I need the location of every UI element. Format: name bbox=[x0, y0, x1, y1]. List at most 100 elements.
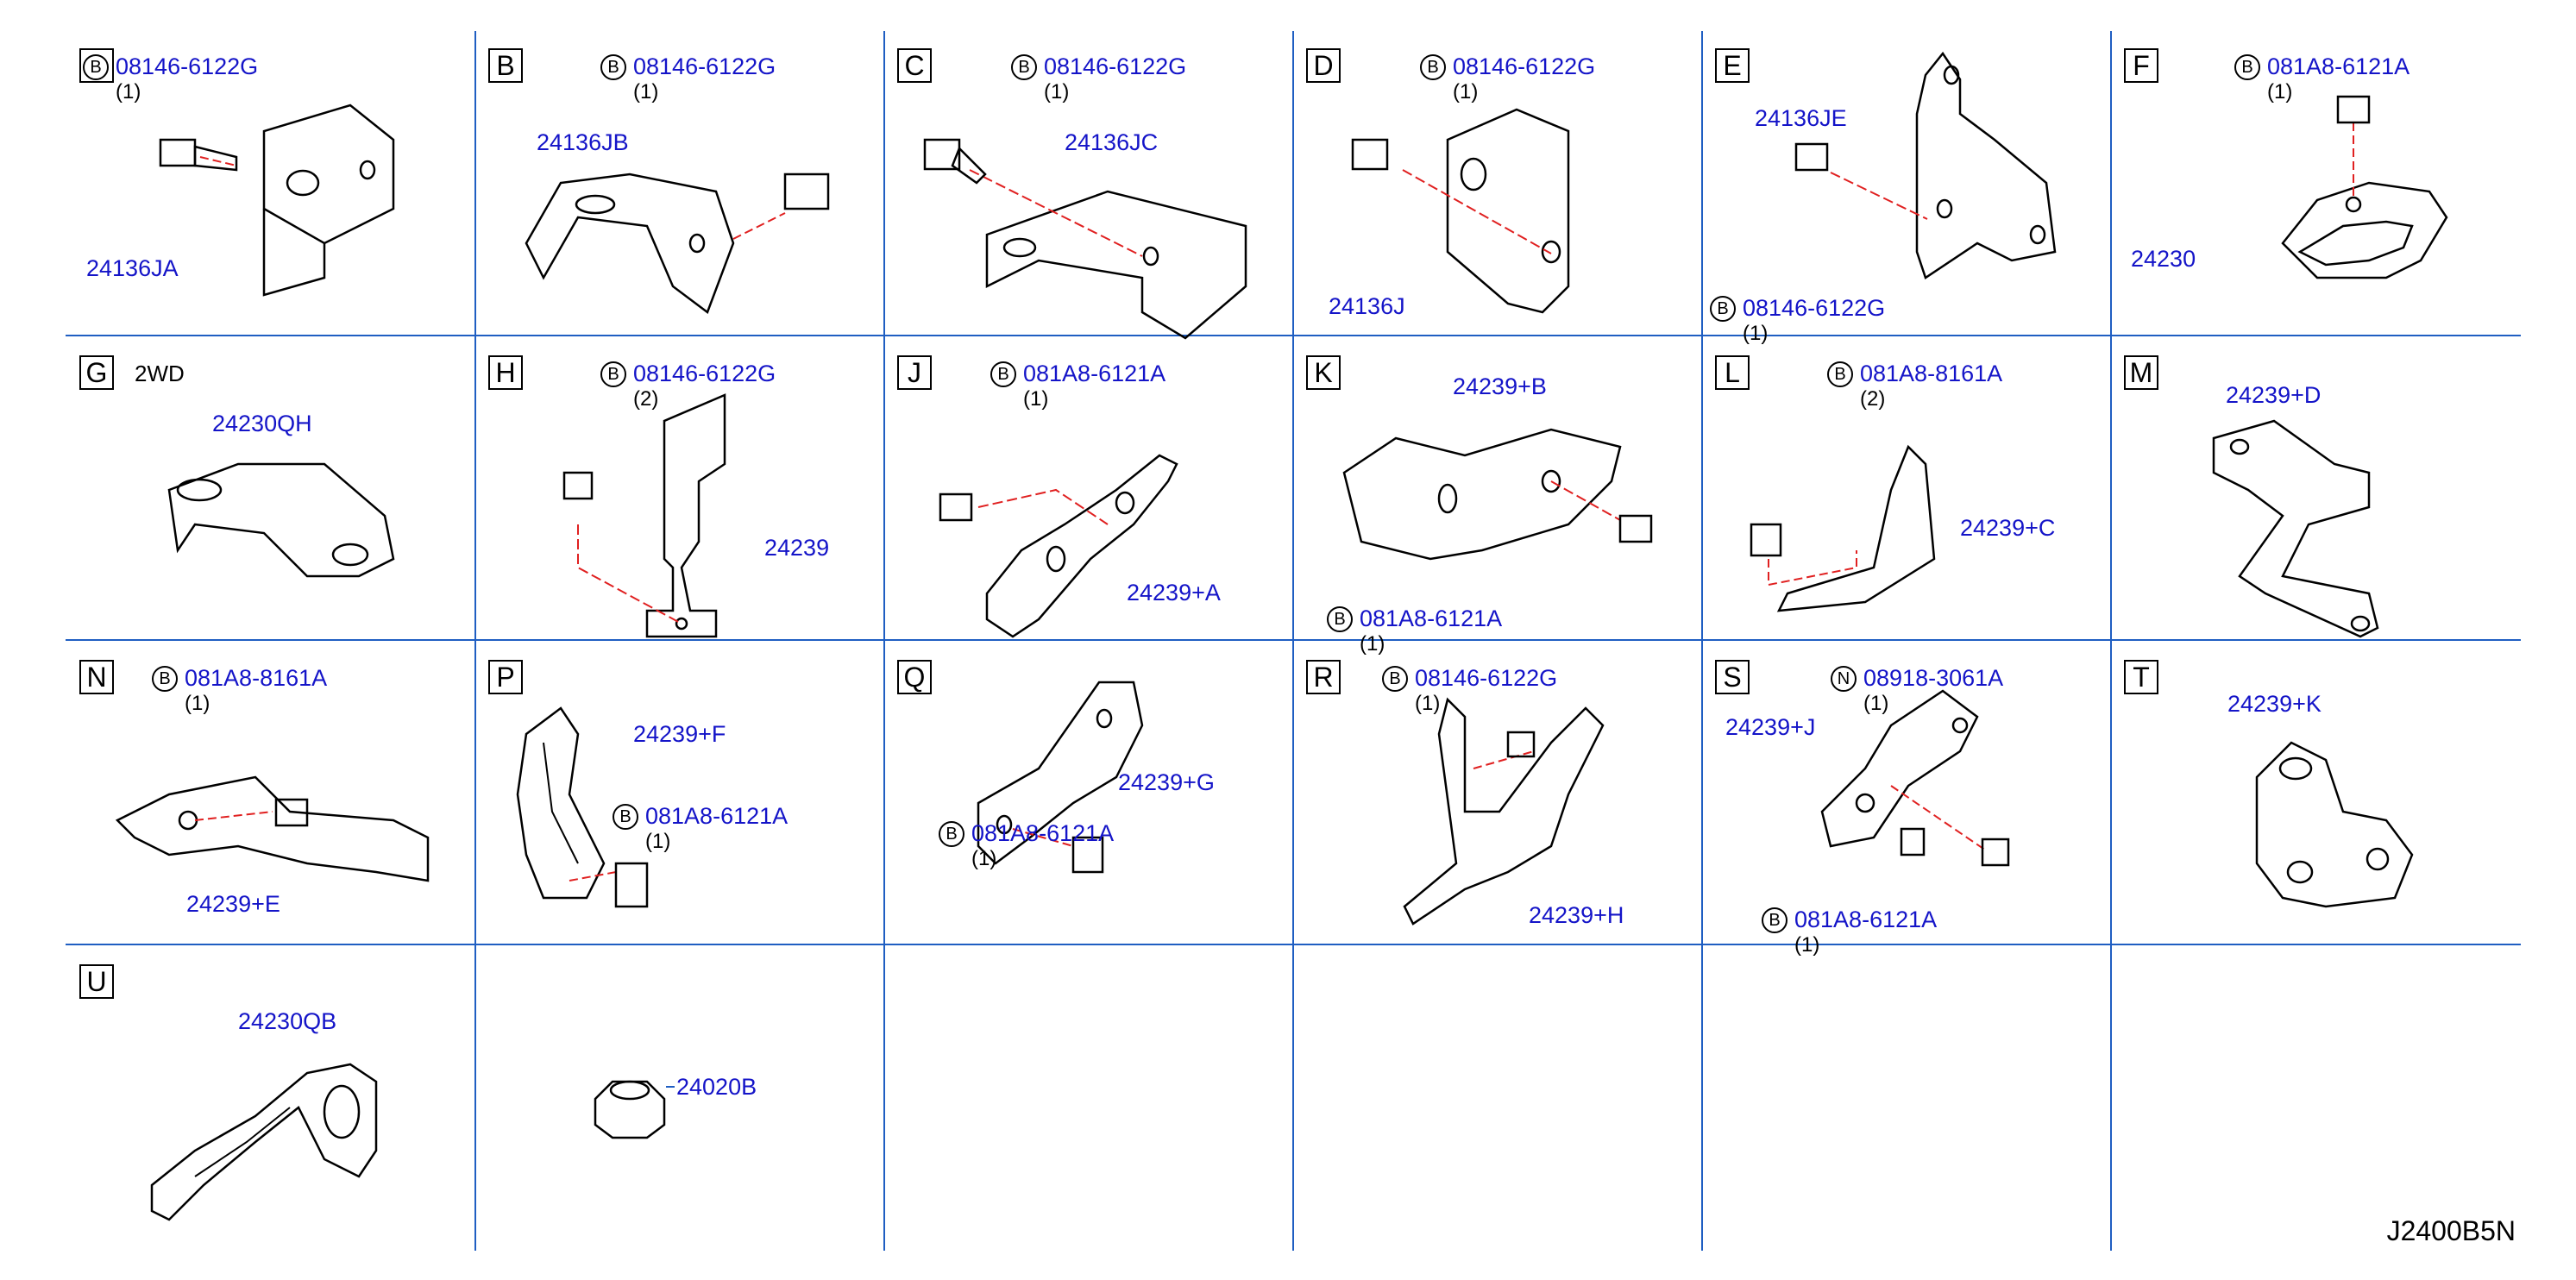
part-number-label: 24239+C bbox=[1960, 515, 2056, 541]
part-drawing bbox=[923, 138, 1247, 340]
part-drawing bbox=[2281, 95, 2448, 279]
part-outline bbox=[985, 454, 1178, 638]
part-outline bbox=[1446, 108, 1570, 314]
part-number-label: 24239+H bbox=[1529, 902, 1624, 928]
part-number-label: 24020B bbox=[676, 1074, 757, 1100]
part-outline bbox=[359, 160, 376, 180]
part-drawing bbox=[594, 1080, 675, 1139]
centerline bbox=[1012, 828, 1074, 847]
part-outline bbox=[2366, 847, 2390, 871]
fastener-shape bbox=[614, 862, 649, 908]
part-outline bbox=[323, 1084, 361, 1139]
part-outline bbox=[262, 209, 326, 297]
part-outline bbox=[525, 173, 735, 315]
fastener-marker: B bbox=[1827, 361, 1853, 387]
fastener-shape bbox=[1071, 836, 1104, 874]
fastener-quantity: (1) bbox=[645, 830, 671, 853]
cell-letter: J bbox=[897, 355, 932, 390]
centerline bbox=[194, 811, 273, 821]
fastener-quantity: (1) bbox=[1863, 692, 1889, 715]
fastener-shape bbox=[1618, 514, 1653, 543]
part-outline bbox=[1943, 65, 1960, 85]
fastener-part-number: 081A8-8161A bbox=[185, 665, 328, 691]
fastener-shape bbox=[923, 138, 961, 171]
part-outline bbox=[1096, 708, 1113, 729]
fastener-part-number: 081A8-6121A bbox=[971, 820, 1115, 846]
part-number-label: 24239+K bbox=[2227, 691, 2322, 717]
fastener-marker: B bbox=[600, 53, 626, 80]
fastener-shape bbox=[2336, 95, 2371, 124]
fastener-marker: B bbox=[83, 53, 109, 80]
fastener-shape bbox=[562, 471, 594, 500]
part-number-label: 24239+F bbox=[633, 721, 726, 747]
part-number-label: 24230QB bbox=[238, 1008, 337, 1034]
part-outline bbox=[176, 478, 223, 502]
part-outline bbox=[115, 775, 430, 882]
part-outline bbox=[2029, 224, 2046, 245]
part-number-label: 24239 bbox=[764, 535, 830, 561]
fastener-quantity: (1) bbox=[971, 847, 997, 870]
fastener-part-number: 08146-6122G bbox=[633, 361, 776, 386]
part-outline bbox=[1541, 240, 1561, 264]
cell-letter: E bbox=[1715, 48, 1750, 83]
centerline bbox=[1768, 550, 1857, 587]
part-outline bbox=[1855, 793, 1875, 813]
fastener-part-number: 081A8-6121A bbox=[2267, 53, 2410, 79]
part-outline bbox=[609, 1080, 650, 1101]
grid-hline bbox=[66, 335, 2521, 336]
fastener-marker: B bbox=[1762, 907, 1787, 933]
fastener-part-number: 08146-6122G bbox=[1044, 53, 1187, 79]
cell-letter: F bbox=[2124, 48, 2158, 83]
centerline bbox=[569, 871, 617, 882]
cell-letter: P bbox=[488, 660, 523, 694]
cell-letter: S bbox=[1715, 660, 1750, 694]
part-outline bbox=[2350, 615, 2371, 632]
part-outline bbox=[2345, 196, 2362, 213]
part-outline bbox=[193, 145, 238, 172]
centerline bbox=[977, 488, 1109, 525]
part-outline bbox=[331, 543, 369, 567]
diagram-code: J2400B5N bbox=[2386, 1215, 2516, 1246]
part-number-label: 24239+E bbox=[186, 891, 280, 917]
fastener-quantity: (1) bbox=[185, 692, 210, 715]
part-outline bbox=[150, 1063, 378, 1221]
cell-letter: K bbox=[1306, 355, 1341, 390]
part-outline bbox=[516, 706, 606, 900]
cell-letter: Q bbox=[897, 660, 932, 694]
cell-letter: G bbox=[79, 355, 114, 390]
part-outline bbox=[2297, 220, 2414, 267]
fastener-quantity: (1) bbox=[1453, 80, 1479, 104]
cell-letter: U bbox=[79, 964, 114, 999]
fastener-shape bbox=[939, 493, 973, 522]
cell-letter: M bbox=[2124, 355, 2158, 390]
part-drawing bbox=[939, 454, 1178, 638]
part-drawing bbox=[150, 1063, 378, 1221]
part-drawing bbox=[1820, 689, 2010, 867]
part-number-label: 24230QH bbox=[212, 411, 312, 436]
centerline bbox=[732, 212, 786, 240]
part-outline bbox=[1915, 51, 2057, 279]
grid-vline bbox=[2110, 31, 2112, 1251]
fastener-shape bbox=[274, 798, 309, 827]
fastener-part-number: 081A8-6121A bbox=[1794, 907, 1938, 932]
fastener-shape bbox=[1900, 827, 1926, 856]
part-outline bbox=[1776, 444, 1936, 612]
part-outline bbox=[1936, 198, 1953, 219]
